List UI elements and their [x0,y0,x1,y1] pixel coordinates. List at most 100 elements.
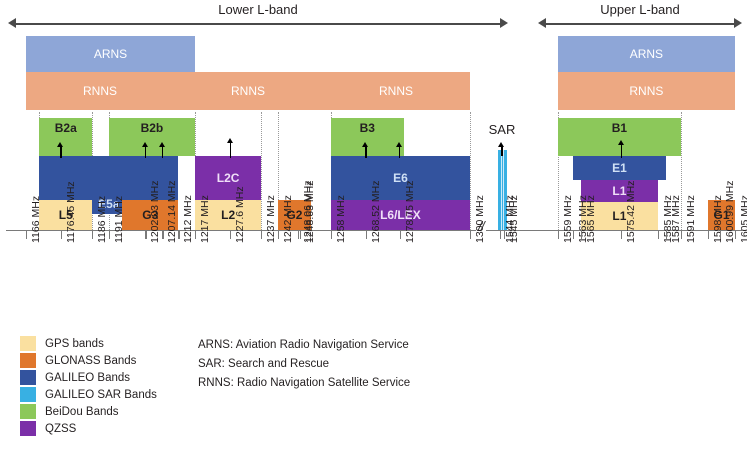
axis-tick-label-18: 1545 MHz [507,195,520,243]
band-label-e6: E6 [393,171,408,185]
legend-label-galileo-sar: GALILEO SAR Bands [45,388,157,401]
guide-1591 [681,112,683,230]
axis-tick-13 [330,230,333,239]
band-l6lex: L6/LEX [330,200,470,230]
axis-tick-21 [580,230,583,239]
legend-swatch-beidou [20,404,36,419]
axis-tick-1 [60,230,62,239]
band-e6: E6 [330,156,470,200]
axis-tick-3 [108,230,111,239]
axis-line-upper [486,230,742,232]
guide-1300 [470,112,471,230]
axis-tick-label-15: 1278.75 MHz [403,180,416,243]
band-l2c: L2C [194,156,262,200]
band-label-e5a: E5a [98,197,120,211]
guide-1242 [277,112,279,230]
span-label-lower-l-band: Lower L-band [218,2,298,17]
center-freq-arrow-1544.5 [498,142,505,156]
axis-tick-label-28: 1605 MHz [739,195,747,243]
axis-tick-5 [162,230,164,239]
axis-tick-25 [681,230,683,239]
legend-label-qzss: QZSS [45,422,77,435]
axis-tick-22 [621,230,623,239]
band-label-b2a: B2a [54,121,77,135]
legend-label-galileo: GALILEO Bands [45,371,131,384]
axis-tick-label-2: 1186 MHz [96,195,109,243]
acronym-arns: ARNS: Aviation Radio Navigation Service [198,339,409,351]
axis-tick-label-9: 1237 MHz [265,195,278,243]
band-label-g2: G2 [286,208,303,222]
band-e1: E1 [573,156,666,180]
band-label-l5: L5 [58,208,73,222]
axis-tick-17 [500,230,502,239]
band-label-sar: SAR [488,122,516,137]
band-label-l1g: L1 [612,209,627,223]
axis-tick-7 [194,230,197,239]
axis-tick-18 [503,230,506,239]
axis-tick-label-6: 1212 MHz [182,195,195,243]
legend-item-glonass[interactable]: GLONASS Bands [20,353,136,368]
band-sar [498,150,507,230]
band-l1q: L1 [580,180,658,202]
axis-tick-26 [708,230,710,239]
legend-swatch-qzss [20,421,36,436]
axis-tick-label-22: 1575.42 MHz [625,180,638,243]
axis-tick-label-16: 1300 MHz [474,195,486,243]
axis-tick-label-5: 1207.14 MHz [166,180,179,243]
center-freq-arrow-1575.42 [617,140,625,158]
legend-item-galileo[interactable]: GALILEO Bands [20,370,130,385]
acronym-sar: SAR: Search and Rescue [198,358,330,370]
legend-swatch-galileo-sar [20,387,36,402]
service-label-arns-upper-0: ARNS [629,47,664,61]
span-arrow-lower-l-band [8,18,508,29]
axis-tick-label-10: 1242 MHz [281,195,294,243]
legend-label-glonass: GLONASS Bands [45,354,137,367]
legend-item-qzss[interactable]: QZSS [20,421,76,436]
axis-tick-label-4: 1202.03 MHz [149,180,162,243]
center-freq-arrow-1268.52 [362,142,369,158]
band-label-l2: L2 [221,208,236,222]
legend-item-beidou[interactable]: BeiDou Bands [20,404,119,419]
axis-tick-16 [470,230,472,239]
axis-tick-label-24: 1587 MHz [669,195,682,243]
band-label-g3: G3 [142,208,159,222]
axis-tick-label-3: 1191 MHz [112,195,125,243]
service-label-rnns-upper-0: RNNS [629,84,664,98]
center-freq-arrow-1207.14 [158,142,166,158]
band-l1g: L1 [580,202,658,230]
axis-tick-15 [399,230,401,239]
service-bar-rnns-lower: RNNS RNNS RNNS [26,72,470,110]
service-label-rnns-lower-0: RNNS [82,84,117,98]
span-label-upper-l-band: Upper L-band [600,2,680,17]
legend-item-galileo-sar[interactable]: GALILEO SAR Bands [20,387,157,402]
band-l2: L2 [194,200,262,230]
axis-tick-label-25: 1591 MHz [685,195,698,243]
band-label-b3: B3 [359,121,375,135]
axis-tick-2 [92,230,94,239]
band-g2: G2 [277,200,311,230]
axis-tick-label-13: 1258 MHz [334,195,347,243]
service-label-rnns-lower-1: RNNS [230,84,265,98]
band-label-b2b: B2b [140,121,164,135]
band-label-e1: E1 [612,161,627,175]
legend-swatch-glonass [20,353,36,368]
axis-tick-10 [277,230,279,239]
axis-tick-label-21: 1565 MHz [584,195,597,243]
band-b2a: B2a [39,118,93,156]
axis-tick-label-19: 1559 MHz [561,195,574,243]
axis-tick-label-7: 1217 MHz [198,195,211,243]
axis-tick-label-1: 1176.45 MHz [64,181,77,243]
axis-tick-9 [261,230,263,239]
band-l5: L5 [39,200,93,230]
axis-tick-0 [26,230,28,239]
service-label-rnns-lower-2: RNNS [378,84,413,98]
axis-tick-label-8: 1227.6 MHz [234,186,247,243]
legend-swatch-galileo [20,370,36,385]
legend-item-gps[interactable]: GPS bands [20,336,104,351]
guide-1559 [557,112,559,230]
guide-1237 [261,112,263,230]
band-label-l2c: L2C [216,171,240,185]
band-b3: B3 [330,118,404,156]
band-label-b1: B1 [611,121,628,135]
